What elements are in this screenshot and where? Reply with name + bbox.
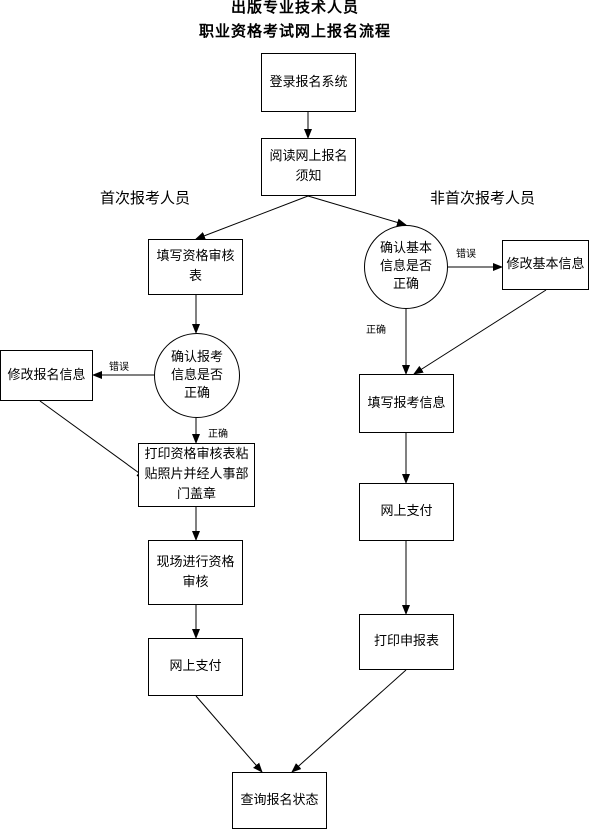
node-login: 登录报名系统	[261, 53, 356, 112]
arrow-modify-basic-to-fill-exam	[413, 289, 547, 375]
arrow-modify-to-print	[39, 400, 147, 479]
label-error-right: 错误	[456, 249, 476, 260]
node-confirm-basic: 确认基本 信息是否 正确	[364, 225, 448, 309]
label-correct-left: 正确	[208, 429, 228, 440]
node-onsite-review: 现场进行资格 审核	[148, 540, 243, 605]
node-fill-exam: 填写报考信息	[359, 374, 454, 433]
node-fill-form: 填写资格审核 表	[148, 239, 243, 295]
node-confirm-info: 确认报考 信息是否 正确	[154, 333, 240, 418]
page-title-line1: 出版专业技术人员	[230, 0, 359, 16]
arrow-pay-left-to-query	[195, 695, 263, 773]
label-correct-right: 正确	[366, 325, 386, 336]
page-title-line2: 职业资格考试网上报名流程	[198, 22, 391, 40]
section-first-time: 首次报考人员	[100, 189, 191, 207]
section-non-first-time: 非首次报考人员	[430, 189, 536, 207]
node-print-apply: 打印申报表	[359, 614, 454, 670]
node-modify-info: 修改报名信息	[0, 350, 93, 401]
node-read-notice: 阅读网上报名 须知	[261, 138, 356, 196]
node-pay-right: 网上支付	[359, 483, 454, 541]
arrow-notice-to-fill-form	[195, 195, 309, 240]
node-print-form: 打印资格审核表粘 贴照片并经人事部 门盖章	[138, 443, 255, 507]
label-error-left: 错误	[109, 362, 129, 373]
node-pay-left: 网上支付	[148, 638, 243, 696]
arrow-print-apply-to-query	[291, 669, 407, 773]
node-modify-basic: 修改基本信息	[502, 240, 589, 290]
arrow-notice-to-confirm-basic	[307, 195, 407, 227]
node-query-status: 查询报名状态	[232, 772, 327, 829]
